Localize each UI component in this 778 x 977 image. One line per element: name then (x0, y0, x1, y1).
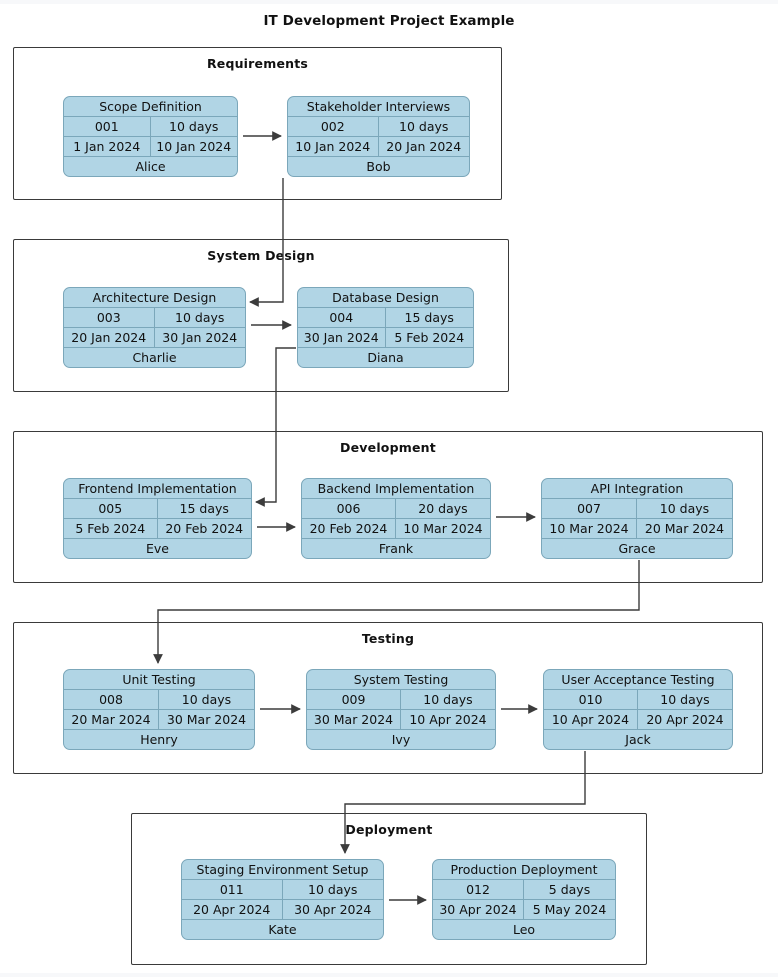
task-start-date: 5 Feb 2024 (64, 519, 158, 538)
task-end-date: 30 Mar 2024 (166, 712, 247, 727)
task-code: 008 (64, 690, 159, 709)
task-end-date: 30 Jan 2024 (162, 330, 238, 345)
task-name: Unit Testing (122, 672, 196, 687)
task-owner: Charlie (132, 350, 177, 365)
task-node-001[interactable]: Scope Definition 001 10 days 1 Jan 2024 … (63, 96, 238, 177)
task-node-006[interactable]: Backend Implementation 006 20 days 20 Fe… (301, 478, 491, 559)
task-code: 011 (182, 880, 283, 899)
task-node-007[interactable]: API Integration 007 10 days 10 Mar 2024 … (541, 478, 733, 559)
task-duration: 10 days (399, 119, 449, 134)
task-duration: 15 days (404, 310, 454, 325)
task-owner: Alice (135, 159, 166, 174)
task-code: 003 (64, 308, 155, 327)
top-edge-strip (0, 0, 778, 4)
task-code: 006 (302, 499, 396, 518)
task-end-date: 5 Feb 2024 (394, 330, 465, 345)
task-owner: Grace (618, 541, 656, 556)
task-code: 009 (307, 690, 401, 709)
task-code: 012 (433, 880, 524, 899)
task-name: Production Deployment (450, 862, 598, 877)
task-owner: Diana (367, 350, 404, 365)
task-end-date: 10 Mar 2024 (403, 521, 483, 536)
group-title-development: Development (340, 440, 436, 455)
task-node-009[interactable]: System Testing 009 10 days 30 Mar 2024 1… (306, 669, 496, 750)
task-end-date: 10 Jan 2024 (156, 139, 232, 154)
task-owner: Henry (140, 732, 178, 747)
task-owner: Eve (146, 541, 169, 556)
task-start-date: 30 Jan 2024 (298, 328, 386, 347)
task-name: Backend Implementation (317, 481, 475, 496)
task-duration: 10 days (659, 501, 710, 516)
task-duration: 15 days (179, 501, 229, 516)
task-code: 004 (298, 308, 386, 327)
task-code: 007 (542, 499, 637, 518)
task-owner: Frank (378, 541, 414, 556)
task-name: API Integration (590, 481, 684, 496)
task-end-date: 20 Feb 2024 (165, 521, 244, 536)
task-end-date: 20 Apr 2024 (646, 712, 724, 727)
group-title-requirements: Requirements (206, 56, 309, 71)
task-owner: Kate (268, 922, 297, 937)
page-title: IT Development Project Example (263, 13, 515, 29)
task-duration: 10 days (423, 692, 473, 707)
task-duration: 20 days (418, 501, 468, 516)
bottom-edge-strip (0, 973, 778, 977)
task-code: 001 (64, 117, 151, 136)
task-node-010[interactable]: User Acceptance Testing 010 10 days 10 A… (543, 669, 733, 750)
task-duration: 5 days (548, 882, 591, 897)
task-start-date: 20 Jan 2024 (64, 328, 155, 347)
task-start-date: 20 Feb 2024 (302, 519, 396, 538)
task-owner: Leo (512, 922, 536, 937)
group-title-deployment: Deployment (345, 822, 433, 837)
task-end-date: 10 Apr 2024 (409, 712, 487, 727)
task-node-002[interactable]: Stakeholder Interviews 002 10 days 10 Ja… (287, 96, 470, 177)
task-node-003[interactable]: Architecture Design 003 10 days 20 Jan 2… (63, 287, 246, 368)
task-end-date: 5 May 2024 (532, 902, 607, 917)
task-name: Stakeholder Interviews (306, 99, 451, 114)
group-title-testing: Testing (361, 631, 415, 646)
task-name: System Testing (353, 672, 449, 687)
task-node-004[interactable]: Database Design 004 15 days 30 Jan 2024 … (297, 287, 474, 368)
task-name: Database Design (332, 290, 439, 305)
task-start-date: 10 Mar 2024 (542, 519, 637, 538)
task-name: Scope Definition (99, 99, 202, 114)
task-start-date: 10 Apr 2024 (544, 710, 638, 729)
task-duration: 10 days (181, 692, 232, 707)
task-owner: Jack (625, 732, 651, 747)
task-start-date: 30 Mar 2024 (307, 710, 401, 729)
task-duration: 10 days (308, 882, 358, 897)
task-node-008[interactable]: Unit Testing 008 10 days 20 Mar 2024 30 … (63, 669, 255, 750)
task-owner: Ivy (391, 732, 411, 747)
task-name: Frontend Implementation (78, 481, 237, 496)
task-start-date: 30 Apr 2024 (433, 900, 524, 919)
task-name: Architecture Design (92, 290, 217, 305)
task-start-date: 20 Mar 2024 (64, 710, 159, 729)
task-code: 002 (288, 117, 379, 136)
task-node-012[interactable]: Production Deployment 012 5 days 30 Apr … (432, 859, 616, 940)
task-end-date: 30 Apr 2024 (294, 902, 372, 917)
task-node-005[interactable]: Frontend Implementation 005 15 days 5 Fe… (63, 478, 252, 559)
task-start-date: 1 Jan 2024 (64, 137, 151, 156)
task-name: Staging Environment Setup (196, 862, 369, 877)
group-title-system-design: System Design (207, 248, 315, 263)
task-start-date: 10 Jan 2024 (288, 137, 379, 156)
task-start-date: 20 Apr 2024 (182, 900, 283, 919)
task-node-011[interactable]: Staging Environment Setup 011 10 days 20… (181, 859, 384, 940)
task-code: 010 (544, 690, 638, 709)
task-end-date: 20 Jan 2024 (386, 139, 462, 154)
task-code: 005 (64, 499, 158, 518)
task-duration: 10 days (660, 692, 710, 707)
task-duration: 10 days (175, 310, 225, 325)
task-name: User Acceptance Testing (561, 672, 715, 687)
task-end-date: 20 Mar 2024 (644, 521, 725, 536)
task-duration: 10 days (169, 119, 219, 134)
task-owner: Bob (366, 159, 391, 174)
